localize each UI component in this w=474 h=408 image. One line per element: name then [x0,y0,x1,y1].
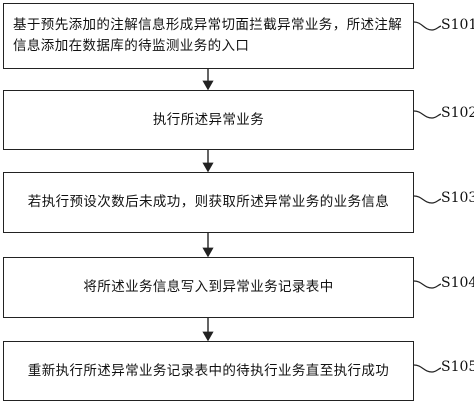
step-label-s103: S103 [441,190,474,206]
step-text-s104: 将所述业务信息写入到异常业务记录表中 [83,279,334,295]
step-label-s105: S105 [441,359,474,375]
step-box-s105: 重新执行所述异常业务记录表中的待执行业务直至执行成功 [3,341,414,401]
step-box-s104: 将所述业务信息写入到异常业务记录表中 [3,257,414,318]
step-label-s102: S102 [441,105,474,121]
step-label-s104: S104 [441,275,474,291]
leader-s103 [413,195,442,204]
leader-s105 [413,364,442,373]
step-text-s102: 执行所述异常业务 [152,111,265,128]
step-text-s101: 基于预先添加的注解信息形成异常切面拦截异常业务，所述注解信息添加在数据库的待监测… [13,17,403,54]
step-text-s105: 重新执行所述异常业务记录表中的待执行业务直至执行成功 [27,362,390,379]
step-box-s102: 执行所述异常业务 [3,90,414,150]
leader-s104 [413,280,442,289]
step-box-s101: 基于预先添加的注解信息形成异常切面拦截异常业务，所述注解信息添加在数据库的待监测… [3,3,414,69]
leader-s101 [413,21,442,31]
step-box-s103: 若执行预设次数后未成功，则获取所述异常业务的业务信息 [3,172,414,233]
step-label-s101: S101 [441,17,474,33]
leader-s102 [413,110,442,119]
step-text-s103: 若执行预设次数后未成功，则获取所述异常业务的业务信息 [27,194,390,210]
